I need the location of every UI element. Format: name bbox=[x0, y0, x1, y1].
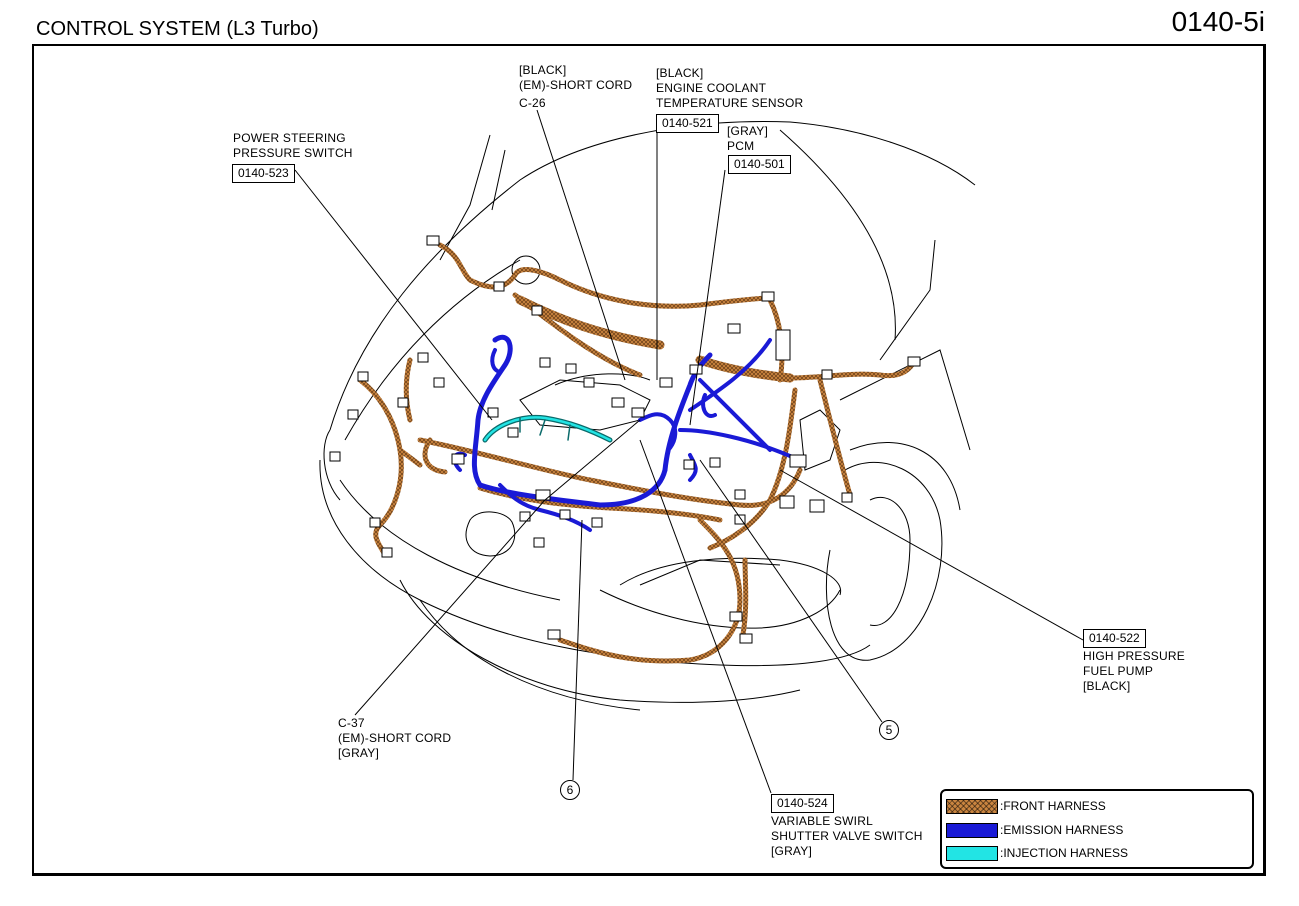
page-code: 0140-5i bbox=[1171, 6, 1265, 37]
callout-c37-code: C-37 bbox=[338, 716, 365, 730]
callout-vss-name-1: VARIABLE SWIRL bbox=[771, 814, 873, 828]
diagram-frame bbox=[32, 44, 1266, 876]
callout-number-6: 6 bbox=[560, 780, 580, 800]
callout-number-5: 5 bbox=[879, 720, 899, 740]
callout-hpfp-ref[interactable]: 0140-522 bbox=[1083, 629, 1146, 648]
legend-emission-label: :EMISSION HARNESS bbox=[1000, 823, 1124, 837]
callout-ect-name-2: TEMPERATURE SENSOR bbox=[656, 96, 804, 110]
front-harness-swatch bbox=[946, 798, 998, 814]
callout-pcm-name: PCM bbox=[727, 139, 755, 153]
callout-hpfp-name-1: HIGH PRESSURE bbox=[1083, 649, 1185, 663]
page-title: CONTROL SYSTEM (L3 Turbo) bbox=[36, 18, 319, 40]
callout-pss-name-1: POWER STEERING bbox=[233, 131, 346, 145]
callout-pcm-color: [GRAY] bbox=[727, 124, 768, 138]
callout-c26-name: (EM)-SHORT CORD bbox=[519, 78, 633, 92]
callout-ect-color: [BLACK] bbox=[656, 66, 704, 80]
front-harness bbox=[357, 242, 918, 664]
emission-harness-swatch bbox=[946, 822, 998, 838]
injection-harness bbox=[482, 414, 613, 443]
callout-vss-color: [GRAY] bbox=[771, 844, 812, 858]
callout-pss-name-2: PRESSURE SWITCH bbox=[233, 146, 353, 160]
vehicle-body-outline bbox=[319, 121, 976, 711]
callout-ect-name-1: ENGINE COOLANT bbox=[656, 81, 767, 95]
callout-pss-ref[interactable]: 0140-523 bbox=[232, 164, 295, 183]
legend-injection-label: :INJECTION HARNESS bbox=[1000, 846, 1129, 860]
emission-harness bbox=[452, 335, 802, 532]
injection-harness-swatch bbox=[946, 845, 998, 861]
callout-c37-name: (EM)-SHORT CORD bbox=[338, 731, 452, 745]
legend-front-label: :FRONT HARNESS bbox=[1000, 799, 1106, 813]
callout-hpfp-color: [BLACK] bbox=[1083, 679, 1131, 693]
callout-vss-ref[interactable]: 0140-524 bbox=[771, 794, 834, 813]
callout-vss-name-2: SHUTTER VALVE SWITCH bbox=[771, 829, 923, 843]
callout-pcm-ref[interactable]: 0140-501 bbox=[728, 155, 791, 174]
callout-c26-color: [BLACK] bbox=[519, 63, 567, 77]
callout-ect-ref[interactable]: 0140-521 bbox=[656, 114, 719, 133]
callout-c26-code: C-26 bbox=[519, 96, 546, 110]
legend-emission-harness: :EMISSION HARNESS bbox=[946, 821, 1123, 839]
legend-injection-harness: :INJECTION HARNESS bbox=[946, 844, 1128, 862]
legend-front-harness: :FRONT HARNESS bbox=[946, 797, 1106, 815]
callout-hpfp-name-2: FUEL PUMP bbox=[1083, 664, 1154, 678]
harness-legend: :FRONT HARNESS :EMISSION HARNESS :INJECT… bbox=[940, 789, 1254, 869]
leader-lines bbox=[294, 109, 1084, 794]
callout-c37-color: [GRAY] bbox=[338, 746, 379, 760]
connectors bbox=[329, 235, 921, 644]
